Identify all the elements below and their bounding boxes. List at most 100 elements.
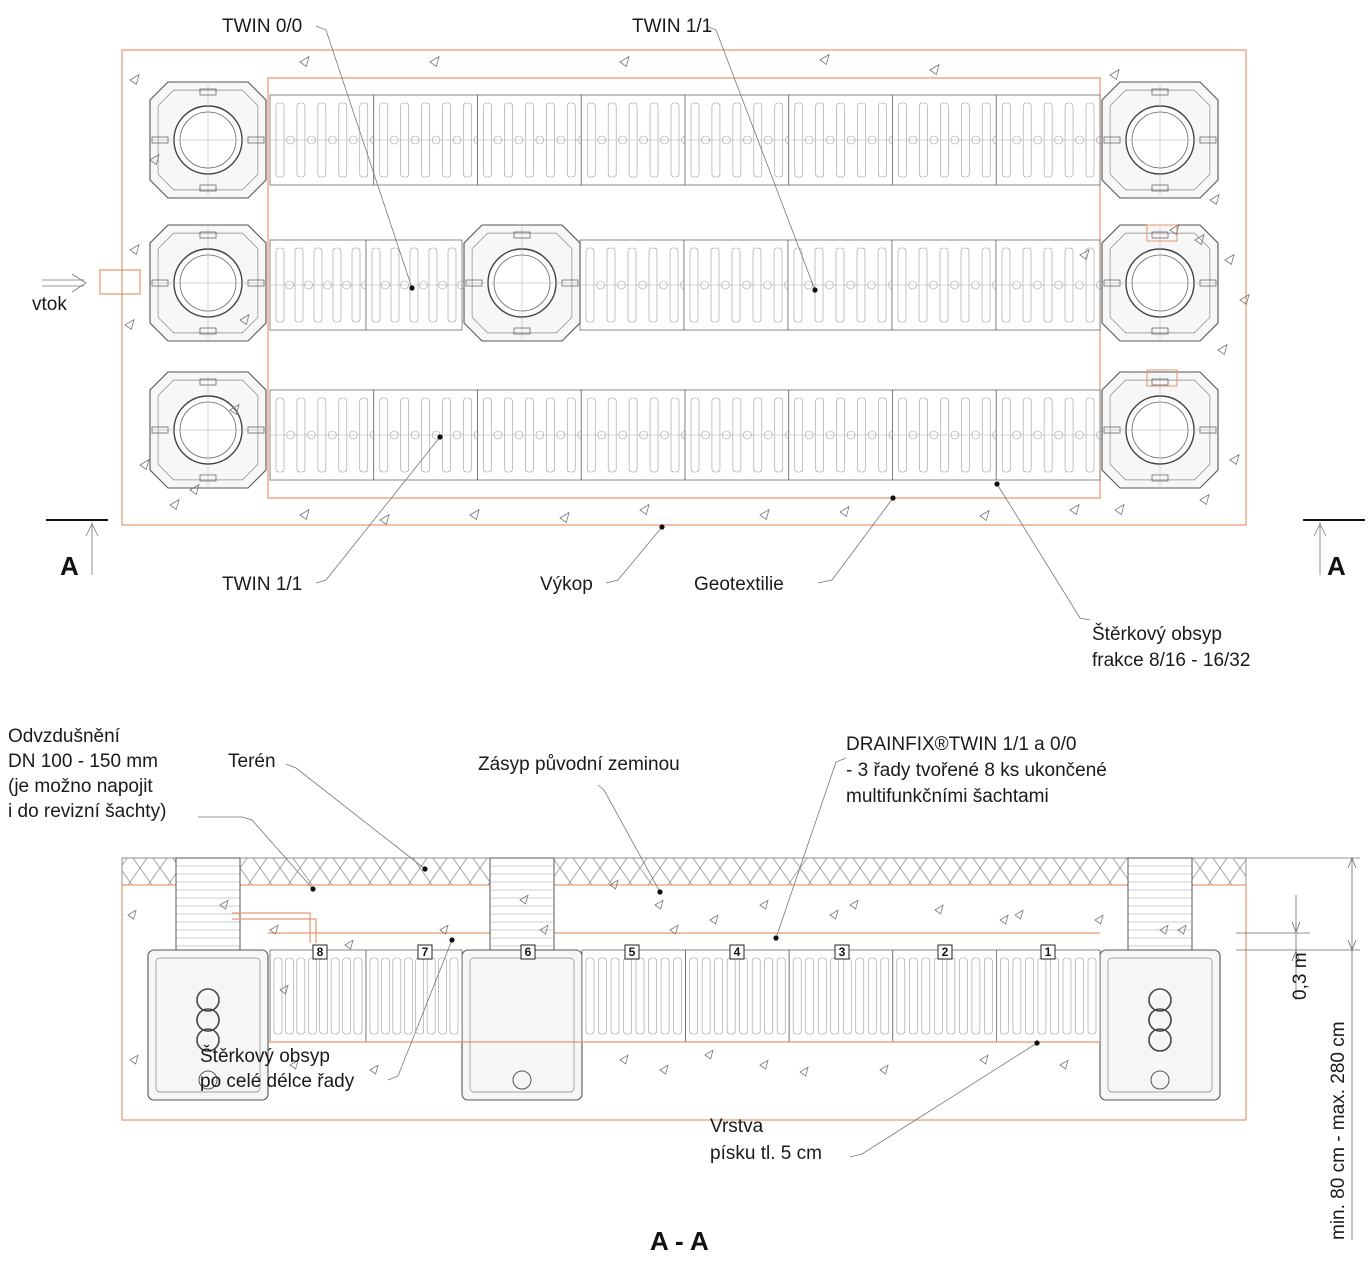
excavation-section (121, 884, 1247, 1121)
label-sand-2: písku tl. 5 cm (710, 1143, 822, 1164)
gravel-mark (819, 53, 830, 66)
gravel-mark (654, 899, 664, 910)
label-plan-gravel-2: frakce 8/16 - 16/32 (1092, 650, 1250, 671)
tank-block (995, 389, 1105, 481)
section-tank-block (892, 949, 997, 1043)
section-tank-block (581, 949, 686, 1043)
svg-text:8: 8 (317, 945, 324, 959)
gravel-mark (229, 403, 240, 416)
block-number-2: 2 (937, 944, 953, 960)
label-geotextile: Geotextilie (694, 574, 784, 595)
label-vent-2: DN 100 - 150 mm (8, 751, 158, 772)
excavation-outline (121, 49, 1247, 526)
section-shaft (147, 857, 269, 1101)
gravel-mark (759, 899, 769, 910)
tank-block (892, 389, 1002, 481)
shafts (149, 81, 1219, 489)
tank-block (269, 389, 379, 481)
vent-pipe (232, 912, 317, 943)
gravel-mark (979, 509, 990, 522)
gravel-mark (129, 1054, 139, 1065)
gravel-mark (279, 984, 289, 995)
label-vent-4: i do revizní šachty) (8, 801, 166, 822)
gravel-mark (129, 243, 140, 256)
gravel-mark (127, 909, 137, 920)
pipe-outlet (1148, 1008, 1172, 1032)
gravel-mark (619, 1054, 629, 1065)
gravel-mark (704, 1049, 714, 1060)
label-plan-gravel-1: Štěrkový obsyp (1092, 623, 1222, 645)
shaft-icon (1101, 81, 1219, 199)
gravel-mark (169, 498, 180, 511)
gravel-mark (759, 508, 770, 521)
svg-text:4: 4 (734, 945, 741, 959)
gravel-mark (1199, 493, 1210, 506)
svg-text:3: 3 (839, 945, 846, 959)
tank-block (477, 389, 587, 481)
shaft-icon (463, 224, 581, 342)
section-tank-block (685, 949, 790, 1043)
label-twin-11-top: TWIN 1/1 (632, 16, 712, 37)
tank-block (579, 239, 689, 331)
gravel-mark (1169, 223, 1180, 236)
gravel-mark (639, 503, 650, 516)
section-gravel-marks (127, 879, 1187, 1077)
pipe-outlet (1148, 988, 1172, 1012)
gravel-mark (829, 909, 839, 920)
gravel-mark (619, 55, 630, 68)
pipe-outlet (1148, 1028, 1172, 1052)
gravel-mark (149, 153, 160, 166)
plan-leaders (315, 25, 1091, 621)
gravel-mark (379, 513, 390, 526)
gravel-mark (519, 894, 529, 905)
shaft-icon (149, 224, 267, 342)
section-shaft (461, 857, 583, 1101)
tank-block (683, 239, 793, 331)
gravel-mark (1094, 914, 1104, 925)
gravel-mark (129, 73, 140, 86)
tank-block (995, 94, 1105, 186)
section-shaft (1099, 857, 1221, 1101)
gravel-mark (1217, 343, 1228, 356)
tank-block (373, 389, 483, 481)
gravel-mark (559, 511, 570, 524)
block-number-4: 4 (729, 944, 745, 960)
gravel-mark (1014, 909, 1024, 920)
gravel-mark (1239, 293, 1250, 306)
block-number-7: 7 (417, 944, 433, 960)
svg-text:2: 2 (942, 945, 949, 959)
tank-block (477, 94, 587, 186)
gravel-mark (539, 924, 549, 935)
gravel-mark (369, 1064, 379, 1075)
pipe-outlet (196, 1008, 220, 1032)
gravel-mark (429, 55, 440, 68)
pipe-outlet (196, 1028, 220, 1052)
gravel-mark (659, 1064, 669, 1075)
section-tank-block (996, 949, 1101, 1043)
section-leaders (198, 757, 1040, 1158)
tank-block (684, 389, 794, 481)
section-marker-left: A (46, 519, 108, 581)
gravel-mark (1229, 453, 1240, 466)
svg-text:1: 1 (1045, 945, 1052, 959)
label-twin-00: TWIN 0/0 (222, 16, 302, 37)
gravel-mark (1159, 924, 1169, 935)
tank-block (788, 94, 898, 186)
block-number-3: 3 (834, 944, 850, 960)
label-excavation: Výkop (540, 574, 593, 595)
section-letter-left: A (60, 551, 79, 581)
gravel-mark (849, 899, 859, 910)
gravel-mark (929, 63, 940, 76)
label-section-gravel-1: Štěrkový obsyp (200, 1045, 330, 1067)
section-letter-right: A (1327, 551, 1346, 581)
block-number-8: 8 (312, 944, 328, 960)
tank-block (365, 239, 466, 331)
svg-text:5: 5 (629, 945, 636, 959)
tank-block (787, 239, 897, 331)
gravel-mark (799, 1066, 809, 1077)
block-number-6: 6 (520, 944, 536, 960)
label-inflow: vtok (32, 294, 67, 315)
gravel-mark (469, 508, 480, 521)
inflow-arrow (42, 269, 141, 295)
